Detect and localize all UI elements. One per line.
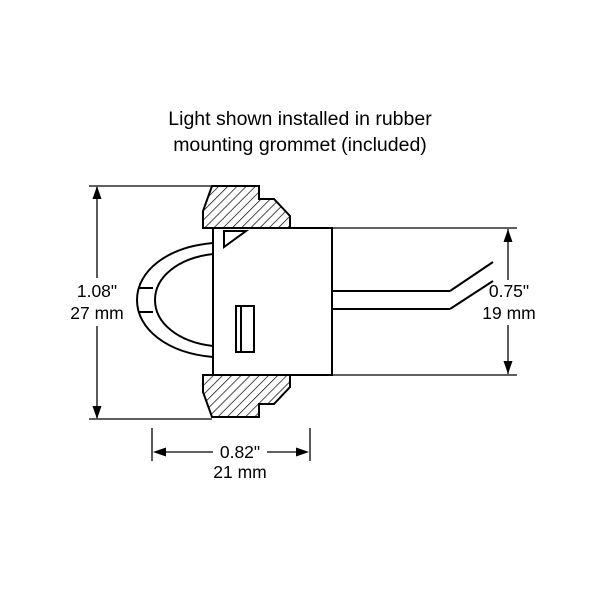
grommet-top-flange — [202, 185, 291, 229]
dim-height-mm: 27 mm — [70, 303, 123, 323]
lens-outer-profile — [135, 241, 214, 359]
arrowhead-down — [503, 361, 513, 374]
dimension-body-height: 0.75" 19 mm — [332, 227, 536, 376]
dimension-overall-height: 1.08" 27 mm — [70, 185, 212, 420]
wires — [332, 261, 494, 310]
dimensions: 1.08" 27 mm 0.75" 19 mm — [70, 185, 536, 482]
lens-inner-profile — [153, 253, 214, 347]
grommet-bottom-flange — [202, 374, 291, 418]
title-line-2: mounting grommet (included) — [173, 134, 427, 156]
body-triangle-detail — [223, 230, 250, 249]
body-connector-detail — [235, 305, 255, 353]
dim-width-mm: 21 mm — [213, 462, 266, 482]
dim-height-inches: 1.08" — [77, 281, 117, 301]
arrowhead-right — [296, 447, 309, 457]
arrowhead-up — [92, 186, 102, 199]
wire-bottom-end — [449, 280, 494, 310]
wire-top-end — [449, 261, 494, 292]
lens-dome — [135, 241, 214, 359]
dim-width-inches: 0.82" — [220, 442, 260, 462]
title-line-1: Light shown installed in rubber — [168, 108, 432, 130]
arrowhead-down — [92, 406, 102, 419]
arrowhead-left — [153, 447, 166, 457]
lamp-assembly — [135, 185, 494, 418]
dim-body-inches: 0.75" — [489, 281, 529, 301]
dimension-grommet-width: 0.82" 21 mm — [151, 428, 311, 482]
diagram-title: Light shown installed in rubber mounting… — [0, 106, 600, 158]
arrowhead-up — [503, 229, 513, 242]
dim-body-mm: 19 mm — [482, 303, 535, 323]
lamp-body — [212, 227, 333, 376]
